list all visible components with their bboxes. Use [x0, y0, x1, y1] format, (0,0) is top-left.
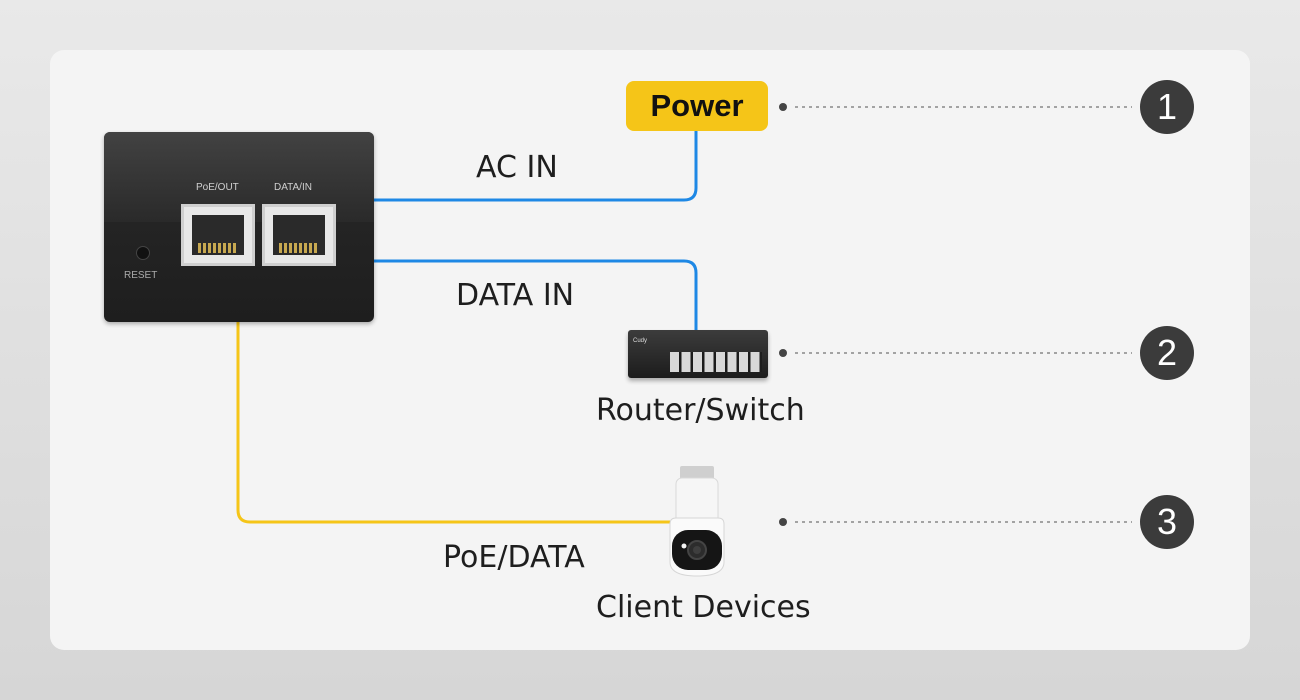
data-in-label: DATA IN — [456, 278, 575, 313]
badge-3: 3 — [1140, 495, 1194, 549]
client-devices-label: Client Devices — [596, 590, 811, 625]
badge-1: 1 — [1140, 80, 1194, 134]
power-tag: Power — [626, 81, 768, 131]
rj45-port-data-in — [262, 204, 336, 266]
poe-injector: PoE/OUT DATA/IN RESET — [104, 132, 374, 322]
badge-2: 2 — [1140, 326, 1194, 380]
leader-line-3 — [779, 518, 1132, 526]
ac-in-line — [374, 131, 698, 202]
router-switch-icon: Cudy — [628, 330, 768, 378]
leader-line-2 — [779, 349, 1132, 357]
router-switch-label: Router/Switch — [596, 393, 805, 428]
switch-brand: Cudy — [633, 338, 648, 344]
camera-icon — [669, 466, 725, 577]
data-in-line — [374, 259, 698, 330]
port-label-poe-out: PoE/OUT — [196, 182, 239, 193]
reset-label: RESET — [124, 270, 158, 281]
leader-line-1 — [779, 103, 1132, 111]
ac-in-label: AC IN — [476, 150, 558, 185]
port-label-data-in: DATA/IN — [274, 182, 312, 193]
reset-button — [136, 246, 150, 260]
rj45-port-poe-out — [181, 204, 255, 266]
poe-data-line — [236, 322, 670, 524]
poe-data-label: PoE/DATA — [443, 540, 585, 575]
